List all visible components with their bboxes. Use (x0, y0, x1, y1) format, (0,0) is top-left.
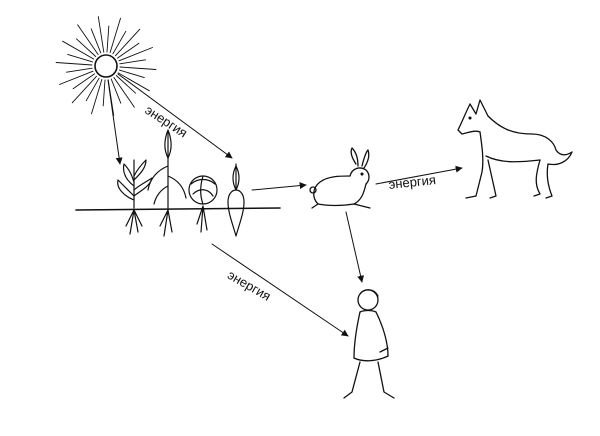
sun-ray (119, 59, 146, 65)
hare-icon (309, 147, 371, 209)
arrow-plants-to-person (211, 243, 349, 337)
sun-ray (109, 17, 121, 54)
sun-ray (112, 30, 127, 55)
plants-group (117, 129, 245, 237)
sun-ray (117, 42, 140, 59)
sun-ray (115, 75, 136, 94)
sun-ray (106, 25, 110, 53)
sun-ray (76, 38, 97, 57)
arrow-plants-to-hare (251, 182, 307, 191)
sun-icon (55, 16, 157, 116)
sun-ray (118, 69, 145, 79)
sun-ray (90, 28, 102, 54)
sun-ray (66, 67, 93, 73)
cabbage-icon (188, 175, 218, 233)
beet-icon (227, 163, 245, 237)
person-icon (343, 289, 395, 399)
leafy-plant-icon (117, 159, 153, 235)
sun-ray (62, 40, 95, 60)
arrow-sun-down (107, 79, 123, 165)
sun-ray (59, 70, 94, 85)
sun-ray (119, 66, 157, 70)
arrows-group (107, 73, 463, 337)
sun-ray (115, 28, 141, 57)
arrow-sun-to-plants (117, 73, 233, 159)
sun-ray (117, 72, 150, 92)
wolf-icon (457, 99, 573, 199)
ground-line (75, 207, 281, 211)
sun-ray (72, 73, 95, 90)
sun-ray (71, 75, 97, 104)
sun-ray (67, 53, 94, 63)
sun-ray (113, 77, 135, 108)
sun-ray (102, 79, 106, 107)
arrow-hare-to-person (345, 211, 365, 283)
sun-ray (91, 78, 103, 115)
sun-ray (118, 47, 153, 62)
arrow-hare-to-wolf (375, 165, 463, 185)
sun-ray (110, 78, 122, 104)
sun-ray (77, 24, 99, 55)
sun-ray (85, 77, 100, 102)
sun-ray (97, 16, 105, 53)
corn-plant-icon (147, 129, 187, 237)
sun-ray (55, 62, 93, 66)
